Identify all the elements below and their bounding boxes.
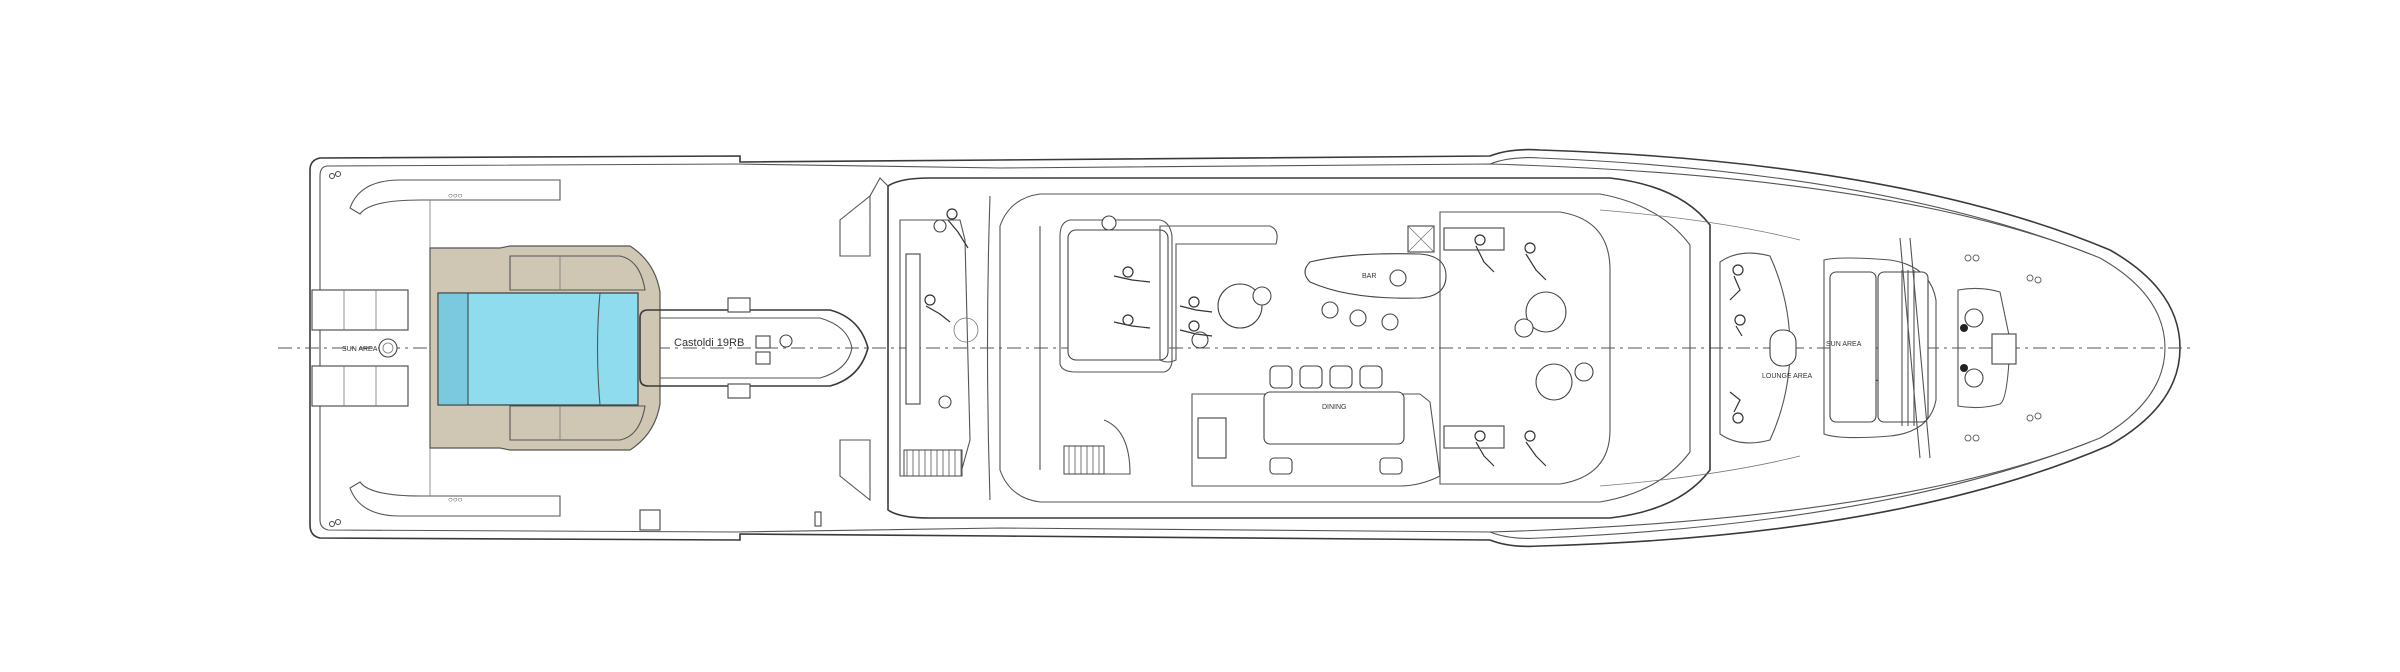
dining-label: DINING <box>1322 404 1347 411</box>
dining <box>1191 365 1441 487</box>
jacuzzi-pool <box>429 245 661 451</box>
lounge-area-label: LOUNGE AREA <box>1762 373 1813 380</box>
bar-label: BAR <box>1362 273 1376 280</box>
hull <box>309 148 2181 548</box>
stairs <box>903 419 1131 477</box>
forward-sun-area-label: SUN AREA <box>1826 341 1862 348</box>
aft-sun-area-label: SUN AREA <box>342 346 378 353</box>
svg-text:○○○: ○○○ <box>448 191 463 200</box>
tender-label: Castoldi 19RB <box>674 337 744 349</box>
aft-lounge-seating <box>899 219 979 477</box>
side-deck-rails <box>1489 157 2091 539</box>
superstructure <box>839 177 1711 519</box>
aft-sunpads <box>311 289 409 407</box>
main-lounge <box>1059 215 1278 373</box>
svg-text:○○○: ○○○ <box>448 495 463 504</box>
forward-sun-area <box>1823 257 1937 439</box>
bar <box>1304 225 1447 331</box>
forward-lounge <box>1439 211 1611 485</box>
aft-deck-details: ○○○ ○○○ <box>349 179 822 531</box>
foredeck-cleats <box>1964 254 2042 442</box>
person-icon <box>924 208 1901 467</box>
tender-boat <box>639 297 869 399</box>
lounge-area <box>1719 252 1797 444</box>
aft-corner-marks <box>329 171 341 527</box>
gear-icon <box>1957 287 2017 409</box>
